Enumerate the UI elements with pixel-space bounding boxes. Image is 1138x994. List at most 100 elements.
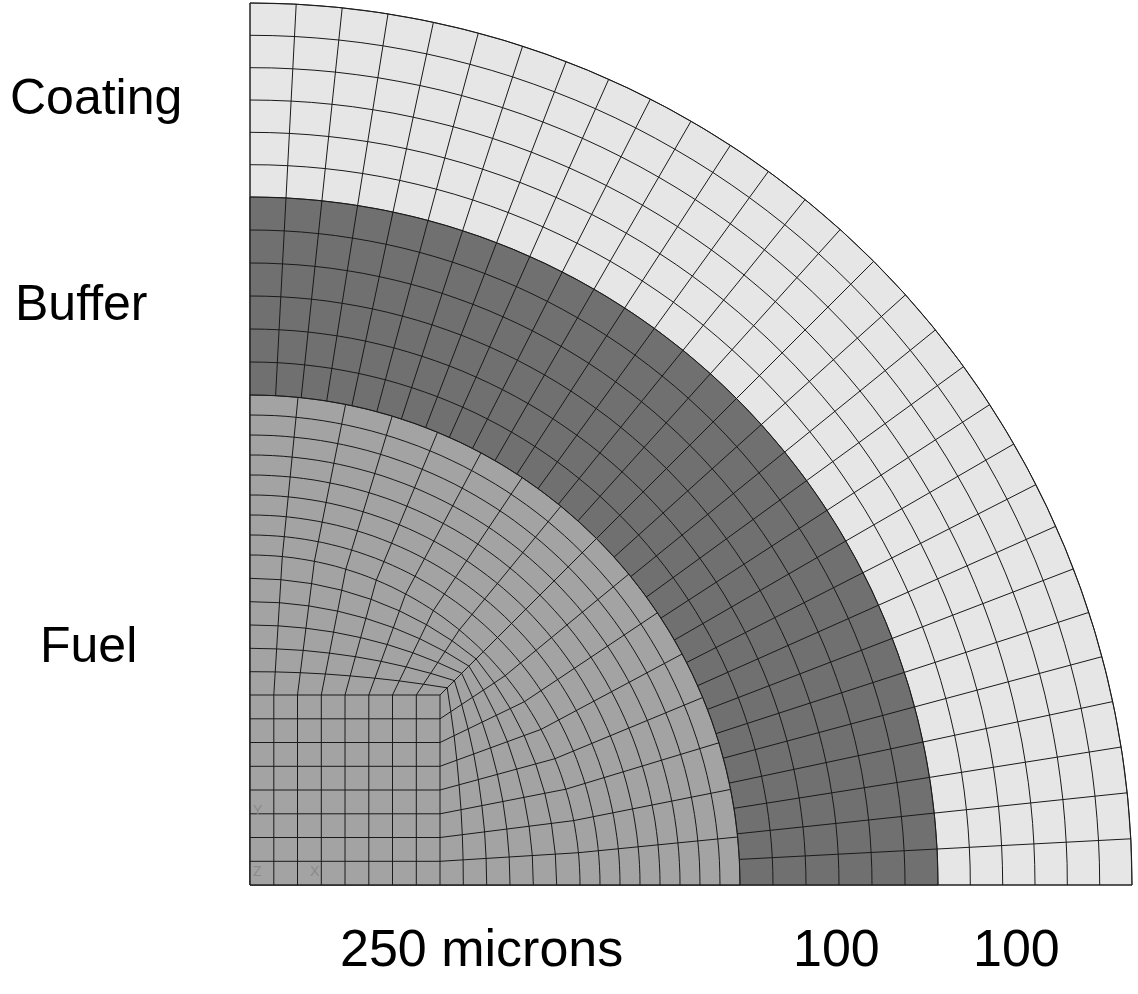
- fuel-kernel: [250, 395, 740, 885]
- mesh-line: [698, 605, 879, 686]
- mesh-line: [530, 79, 609, 256]
- mesh-line: [322, 8, 342, 201]
- mesh-line: [250, 362, 773, 885]
- mesh-line: [574, 789, 731, 820]
- mesh-line: [250, 329, 806, 885]
- mesh-line: [708, 638, 893, 709]
- mesh-line: [301, 201, 322, 398]
- mesh-line: [934, 793, 1127, 813]
- mesh-line: [646, 481, 806, 597]
- mesh-line: [250, 766, 440, 767]
- axis-label: Z: [253, 864, 262, 878]
- mesh-line: [846, 444, 1014, 541]
- mesh-line: [401, 231, 462, 419]
- mesh-line: [923, 702, 1113, 742]
- mesh-line: [454, 681, 486, 885]
- mesh-line: [462, 673, 510, 885]
- mesh-line: [286, 4, 296, 198]
- mesh-line: [250, 455, 680, 885]
- mesh-line: [250, 230, 905, 885]
- mesh-line: [352, 212, 393, 406]
- mesh-line: [314, 404, 345, 561]
- mesh-line: [250, 535, 600, 885]
- mesh-line: [631, 452, 785, 577]
- buffer-layer: [250, 197, 938, 885]
- mesh-line: [654, 171, 768, 328]
- mesh-line: [250, 197, 938, 885]
- mesh-line: [250, 718, 440, 719]
- mesh-line: [625, 145, 731, 308]
- layer-label: Buffer: [15, 278, 148, 328]
- mesh-line: [740, 885, 938, 886]
- mesh-line: [483, 539, 596, 652]
- layer-label: Coating: [10, 72, 182, 122]
- mesh-line: [250, 395, 251, 555]
- mesh-line: [683, 200, 805, 351]
- mesh-line: [406, 453, 481, 594]
- mesh-line: [915, 657, 1102, 707]
- mesh-line: [358, 14, 388, 206]
- mesh-line: [250, 555, 580, 885]
- mesh-line: [250, 495, 640, 885]
- mesh-line: [473, 272, 563, 448]
- mesh-line: [250, 475, 660, 885]
- mesh-line: [524, 613, 657, 702]
- mesh-line: [250, 100, 1035, 885]
- mesh-line: [250, 742, 440, 743]
- mesh-line: [250, 625, 462, 673]
- mesh-line: [930, 747, 1122, 777]
- mesh-line: [729, 742, 923, 783]
- mesh-line: [250, 68, 1067, 885]
- mesh-line: [392, 695, 393, 885]
- mesh-line: [739, 849, 937, 859]
- dimension-label: 100: [793, 922, 880, 974]
- mesh-line: [250, 3, 1132, 885]
- mesh-line: [276, 198, 286, 396]
- mesh-line: [807, 367, 964, 481]
- mesh-line: [428, 33, 478, 220]
- mesh-line: [937, 839, 1131, 849]
- mesh-line: [597, 399, 737, 539]
- mesh-line: [562, 99, 650, 272]
- mesh-line: [282, 397, 298, 556]
- mesh-line: [250, 435, 700, 885]
- mesh-line: [449, 257, 530, 438]
- mesh-line: [250, 263, 872, 885]
- mesh-line: [250, 132, 1003, 885]
- mesh-line: [250, 197, 251, 395]
- mesh-line: [517, 308, 625, 474]
- mesh-line: [426, 243, 497, 428]
- mesh-line: [368, 695, 369, 885]
- mesh-line: [580, 885, 740, 886]
- mesh-line: [250, 35, 1100, 885]
- mesh-line: [250, 515, 620, 885]
- mesh-line: [327, 206, 358, 402]
- mesh-line: [827, 405, 990, 511]
- mesh-line: [393, 22, 433, 212]
- mesh-line: [250, 648, 454, 680]
- mesh-line: [541, 654, 682, 729]
- mesh-line: [250, 395, 740, 885]
- mesh-line: [674, 541, 845, 640]
- layer-fills: [250, 3, 1132, 885]
- mesh-line: [614, 425, 761, 557]
- mesh-line: [785, 330, 936, 452]
- mesh-line: [250, 296, 839, 885]
- mesh-line: [555, 698, 703, 759]
- mesh-line: [377, 220, 428, 411]
- axis-label: X: [310, 864, 319, 878]
- axis-label: Y: [253, 803, 262, 817]
- mesh-line: [566, 743, 719, 789]
- mesh-line: [250, 3, 251, 197]
- mesh-line: [761, 295, 905, 425]
- mesh-line: [505, 574, 629, 676]
- dimension-label: 100: [973, 922, 1060, 974]
- mesh-line: [497, 62, 566, 243]
- mesh-line: [250, 602, 469, 666]
- mesh-line: [250, 790, 440, 791]
- mesh-line: [578, 837, 737, 853]
- mesh-line: [346, 416, 392, 569]
- dimension-label: 250 microns: [340, 922, 623, 974]
- mesh-line: [734, 777, 930, 808]
- mesh-line: [710, 230, 840, 374]
